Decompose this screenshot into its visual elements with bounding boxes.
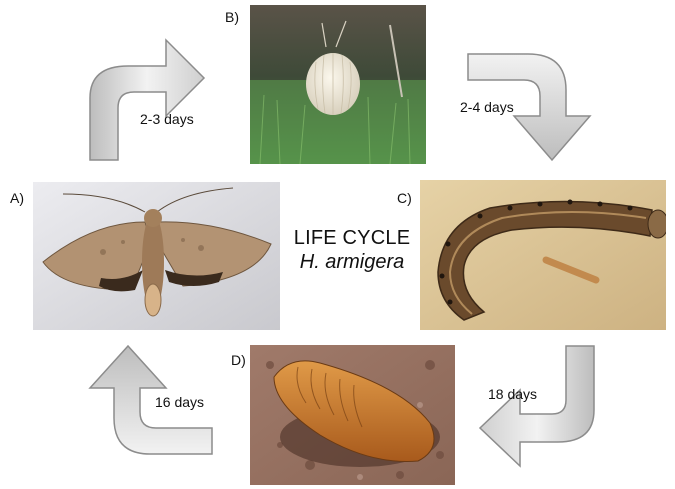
adult-moth-photo — [33, 182, 280, 330]
egg-photo — [250, 5, 426, 164]
arrow-a-to-b-icon — [88, 38, 208, 162]
pupa-photo — [250, 345, 455, 485]
larva-photo — [420, 180, 666, 330]
stage-label-a: A) — [10, 191, 24, 205]
duration-b-to-c: 2-4 days — [460, 100, 514, 114]
duration-a-to-b: 2-3 days — [140, 112, 194, 126]
stage-label-d: D) — [231, 353, 246, 367]
duration-c-to-d: 18 days — [488, 387, 537, 401]
title-line-1: LIFE CYCLE — [277, 226, 427, 250]
diagram-title: LIFE CYCLE H. armigera — [277, 226, 427, 274]
arrow-c-to-d-icon — [478, 344, 598, 468]
title-line-2: H. armigera — [277, 250, 427, 274]
stage-label-c: C) — [397, 191, 412, 205]
stage-label-b: B) — [225, 10, 239, 24]
duration-d-to-a: 16 days — [155, 395, 204, 409]
